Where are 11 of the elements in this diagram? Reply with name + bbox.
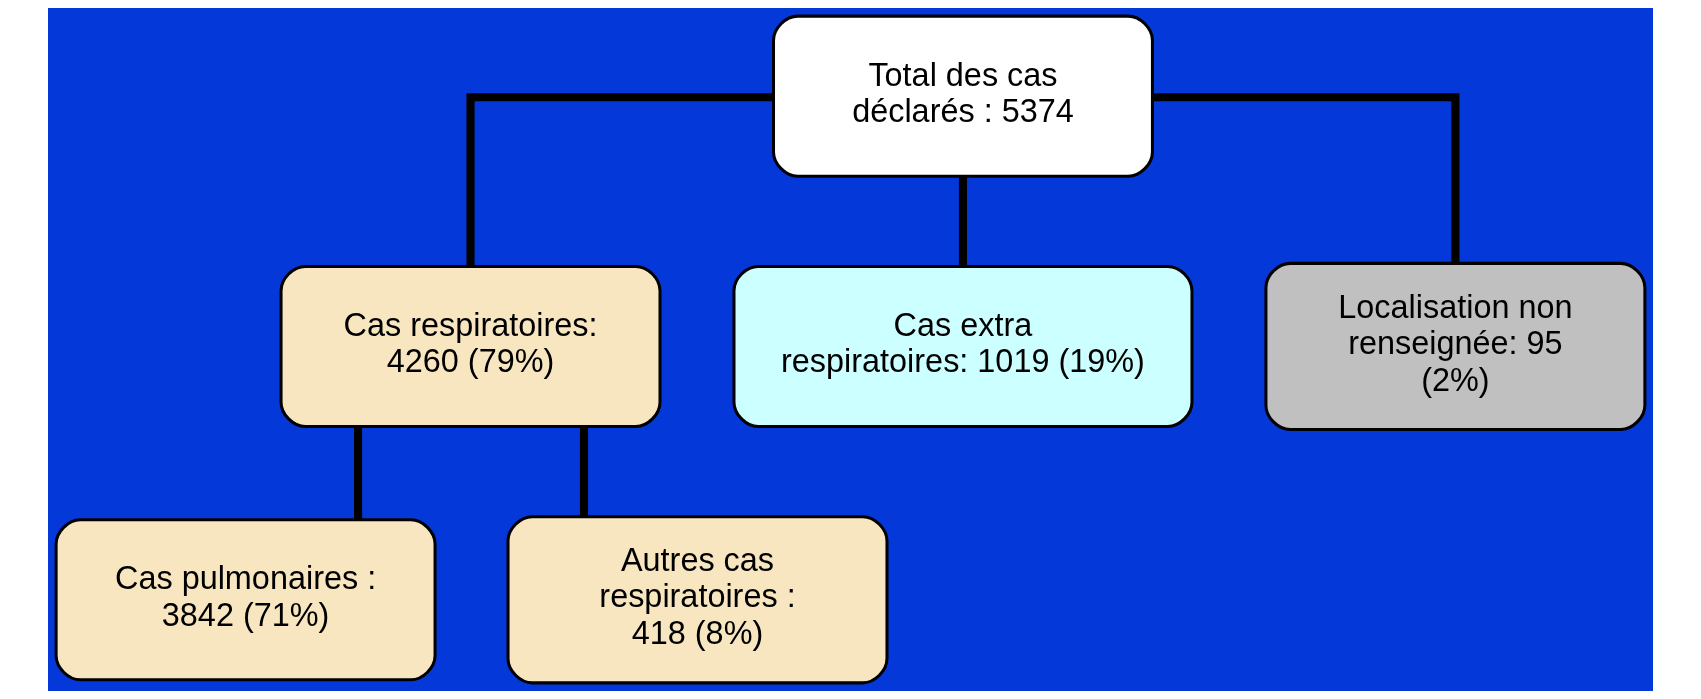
connector: [466, 93, 774, 267]
node-box: Cas pulmonaires : 3842 (71%): [54, 518, 437, 682]
connector: [958, 176, 968, 267]
connector: [579, 426, 589, 517]
connector: [1152, 93, 1460, 263]
node-box: Localisation non renseignée: 95 (2%): [1264, 261, 1647, 432]
node-box: Cas extra respiratoires: 1019 (19%): [732, 264, 1194, 429]
connector: [354, 426, 363, 520]
node-box: Autres cas respiratoires : 418 (8%): [506, 515, 889, 685]
node-box: Total des cas déclarés : 5374: [771, 14, 1154, 178]
node-box: Cas respiratoires: 4260 (79%): [279, 264, 662, 429]
